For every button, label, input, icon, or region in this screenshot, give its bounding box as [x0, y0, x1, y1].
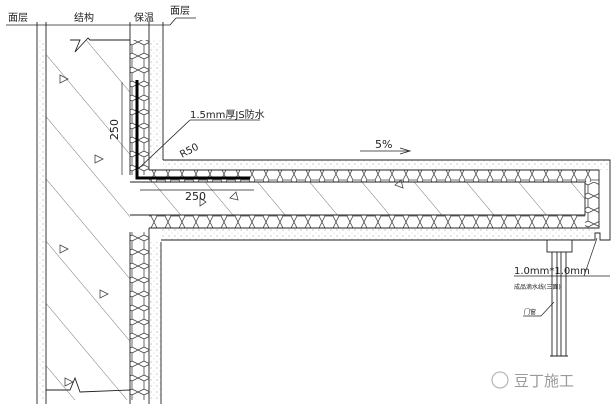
label-finish-left: 面层 [8, 12, 28, 24]
canopy-slab [59, 74, 611, 387]
label-drip-note: 成品滴水线(三面) [514, 283, 561, 291]
top-labels: 面层 结构 保温 面层 [6, 5, 196, 26]
label-waterproof: 1.5mm厚JS防水 [190, 108, 265, 121]
label-door-window: 门窗 [524, 308, 536, 316]
wall [36, 22, 164, 404]
label-finish-right: 面层 [170, 5, 190, 17]
label-insulation: 保温 [134, 11, 154, 24]
label-drip-size: 1.0mm*1.0mm [514, 266, 590, 277]
waterproof-layer: 1.5mm厚JS防水 R50 [135, 80, 265, 180]
watermark-text: 豆丁施工 [514, 372, 574, 390]
label-structure: 结构 [74, 11, 94, 24]
dim-horizontal: 250 [185, 190, 206, 203]
label-slope: 5% [375, 138, 392, 151]
concrete-aggregate-marks [59, 74, 404, 387]
label-radius: R50 [178, 142, 201, 161]
slope-indicator: 5% [360, 138, 412, 155]
door-frame: 1.0mm*1.0mm 成品滴水线(三面) 门窗 [514, 237, 610, 357]
watermark: 豆丁施工 [491, 371, 574, 390]
dim-vertical: 250 [108, 119, 121, 140]
dimensions: 250 250 [108, 82, 254, 203]
